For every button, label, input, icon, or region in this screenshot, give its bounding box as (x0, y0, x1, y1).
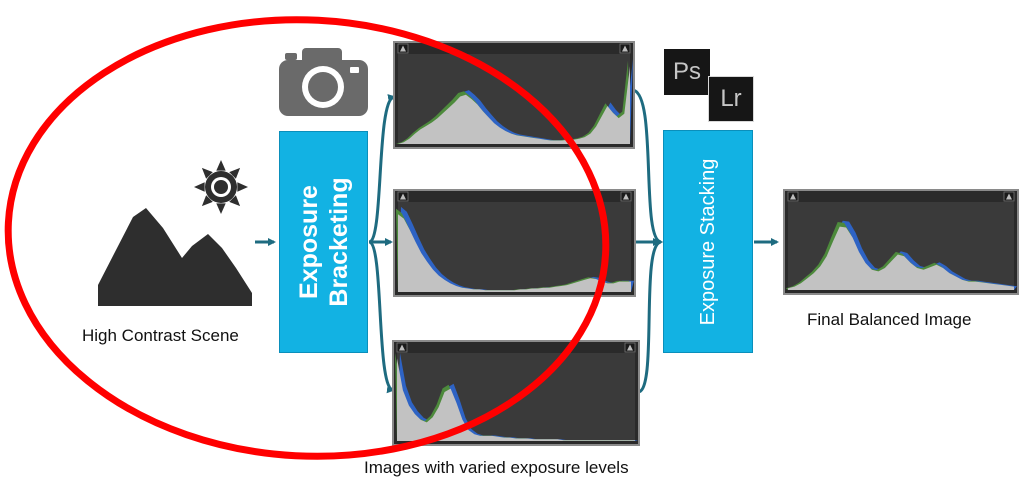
luminance-area (397, 358, 635, 441)
luminance-area (788, 226, 1014, 290)
final-balanced-image-label: Final Balanced Image (807, 310, 972, 329)
arrow-overexposed-to-stacking (631, 88, 663, 246)
lightroom-icon: Lr (708, 76, 754, 122)
photoshop-logo-text: Ps (672, 58, 701, 85)
luminance-area (398, 66, 630, 144)
lightroom-logo-text: Lr (720, 85, 742, 112)
flow-arrows (255, 88, 779, 394)
photoshop-icon: Ps (664, 49, 710, 95)
bracketing-line-1: Exposure (294, 185, 323, 299)
exposure-bracketing-box: Exposure Bracketing (279, 131, 368, 353)
sun-icon (194, 160, 248, 214)
camera-icon (279, 48, 368, 116)
histogram-normal (393, 189, 636, 297)
arrow-underexposed-to-stacking (637, 238, 663, 394)
histogram-final-balanced (783, 189, 1019, 295)
varied-exposure-label: Images with varied exposure levels (364, 458, 629, 477)
highlight-ellipse (4, 16, 610, 460)
exposure-stacking-label: Exposure Stacking (697, 158, 719, 325)
high-contrast-scene-label: High Contrast Scene (82, 326, 239, 345)
bracketing-line-2: Bracketing (324, 177, 353, 307)
mountain-icon (98, 208, 252, 306)
histogram-underexposed (392, 340, 640, 446)
luminance-area (398, 214, 631, 292)
arrow-to-underexposed (368, 240, 395, 394)
exposure-bracketing-label: Exposure Bracketing (294, 177, 354, 306)
exposure-stacking-box: Exposure Stacking (663, 130, 753, 353)
histogram-overexposed (393, 41, 635, 149)
arrow-to-overexposed (368, 94, 396, 244)
